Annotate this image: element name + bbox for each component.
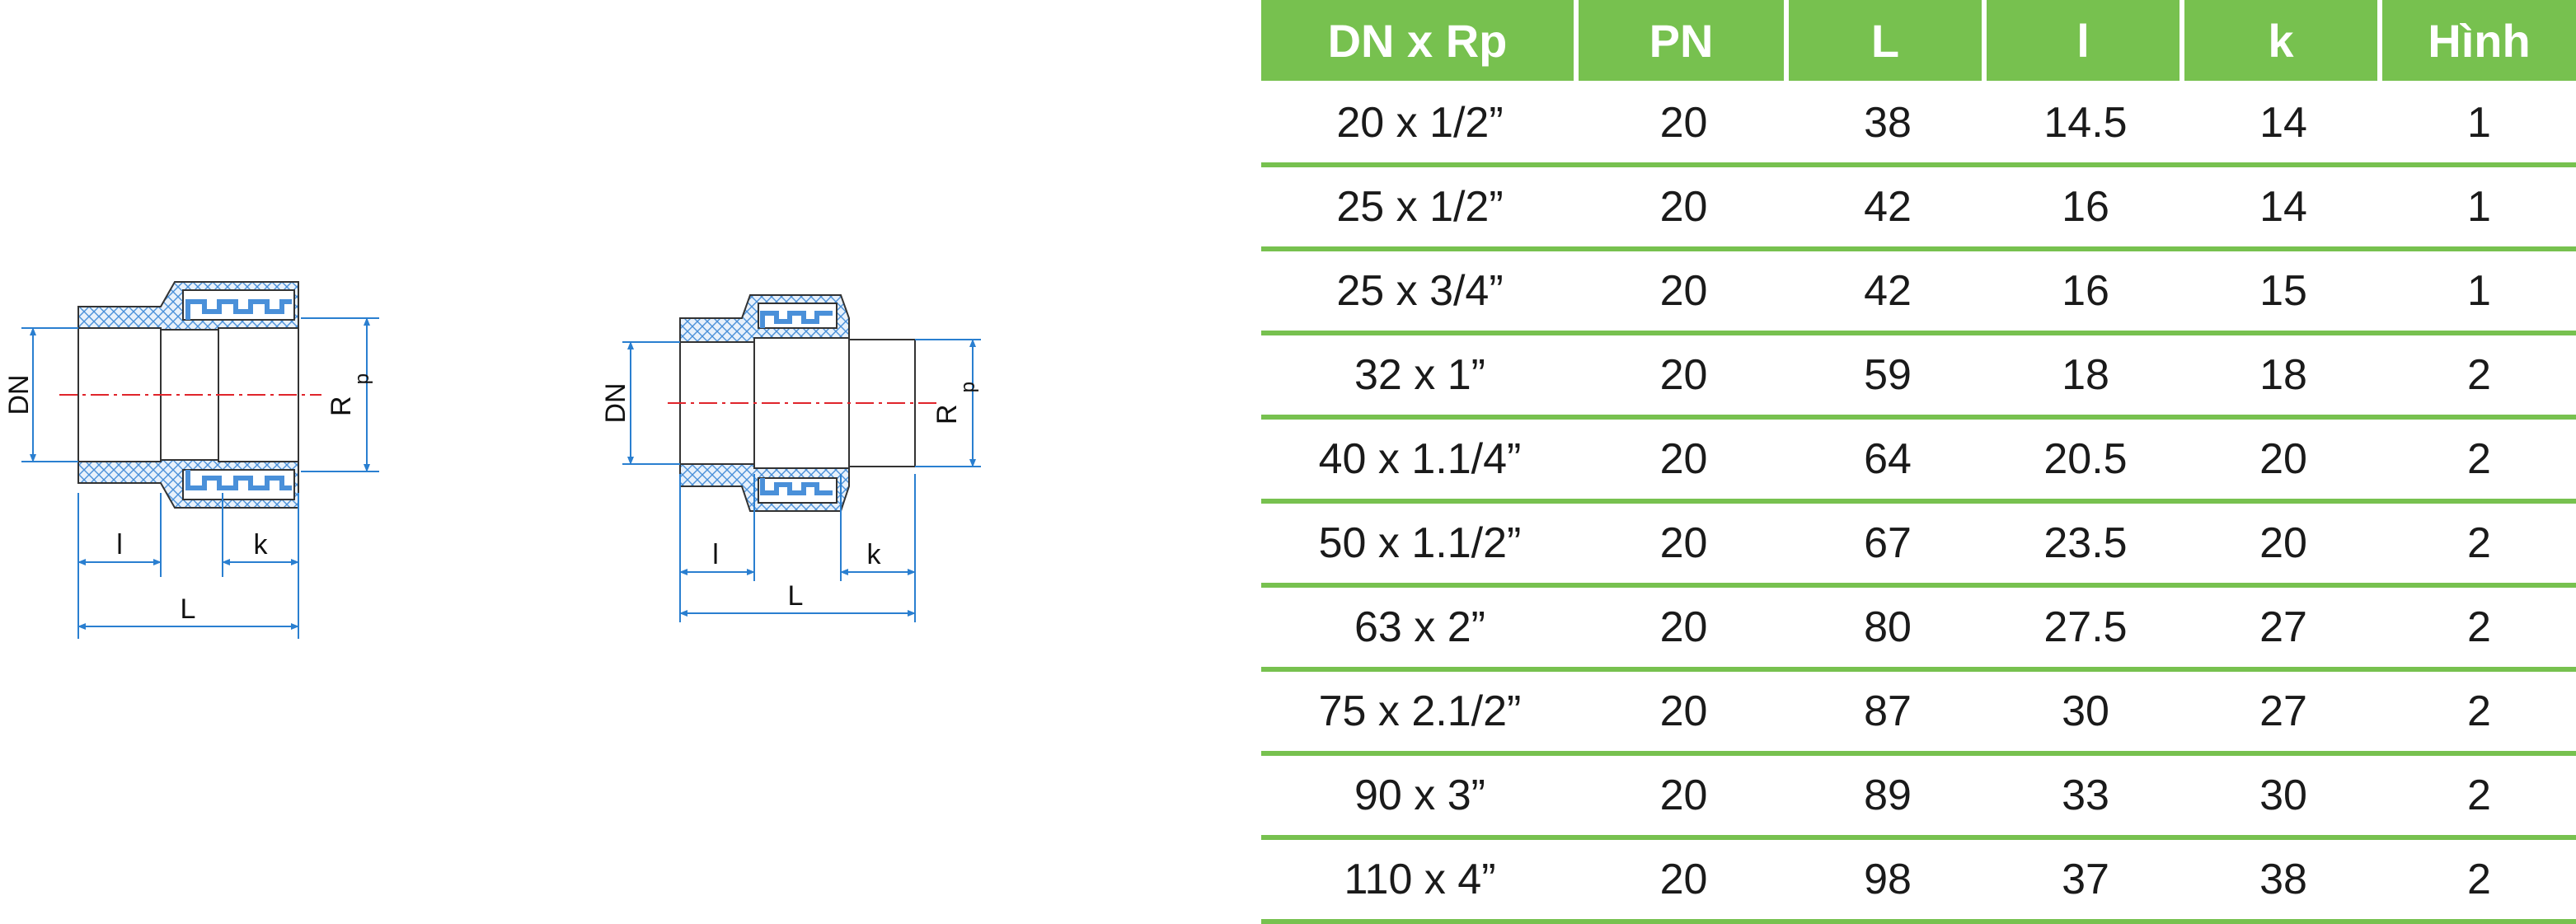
table-cell: 2 bbox=[2382, 504, 2576, 588]
dimension-lines bbox=[622, 339, 981, 622]
table-cell: 110 x 4” bbox=[1261, 840, 1579, 924]
rp-letter: R bbox=[326, 396, 357, 416]
table-cell: 2 bbox=[2382, 756, 2576, 840]
dimension-lines bbox=[21, 317, 379, 639]
fitting-body bbox=[77, 281, 299, 509]
header-dn-rp: DN x Rp bbox=[1261, 0, 1579, 83]
rp-label: Rp bbox=[931, 382, 979, 424]
header-pn: PN bbox=[1579, 0, 1789, 83]
table-cell: 14 bbox=[2184, 167, 2382, 251]
table-cell: 20 x 1/2” bbox=[1261, 83, 1579, 167]
table-cell: 75 x 2.1/2” bbox=[1261, 672, 1579, 756]
technical-drawings: DN Rp l k L bbox=[3, 281, 981, 639]
rp-label: Rp bbox=[326, 373, 373, 416]
table-cell: 20 bbox=[1579, 756, 1789, 840]
table-cell: 20 bbox=[2184, 504, 2382, 588]
dn-label: DN bbox=[600, 382, 631, 423]
table-cell: 25 x 3/4” bbox=[1261, 251, 1579, 335]
table-cell: 67 bbox=[1789, 504, 1987, 588]
table-cell: 40 x 1.1/4” bbox=[1261, 420, 1579, 504]
table-cell: 20 bbox=[1579, 335, 1789, 420]
rp-subscript: p bbox=[351, 373, 373, 384]
table-cell: 37 bbox=[1987, 840, 2184, 924]
table-cell: 80 bbox=[1789, 588, 1987, 672]
table-cell: 32 x 1” bbox=[1261, 335, 1579, 420]
table-cell: 2 bbox=[2382, 672, 2576, 756]
table-cell: 25 x 1/2” bbox=[1261, 167, 1579, 251]
table-cell: 27 bbox=[2184, 588, 2382, 672]
table-cell: 20 bbox=[1579, 672, 1789, 756]
table-cell: 1 bbox=[2382, 251, 2576, 335]
table-header-row: DN x Rp PN L l k Hình bbox=[1261, 0, 2576, 83]
rp-letter: R bbox=[931, 404, 963, 424]
table-cell: 2 bbox=[2382, 420, 2576, 504]
table-cell: 27 bbox=[2184, 672, 2382, 756]
table-cell: 98 bbox=[1789, 840, 1987, 924]
table-cell: 27.5 bbox=[1987, 588, 2184, 672]
table-cell: 33 bbox=[1987, 756, 2184, 840]
table-cell: 42 bbox=[1789, 251, 1987, 335]
table-cell: 30 bbox=[2184, 756, 2382, 840]
table-cell: 38 bbox=[1789, 83, 1987, 167]
fitting-drawing-figure-1: DN Rp l k L bbox=[3, 281, 379, 639]
table-cell: 90 x 3” bbox=[1261, 756, 1579, 840]
header-figure: Hình bbox=[2382, 0, 2576, 83]
table-cell: 20 bbox=[1579, 420, 1789, 504]
table-cell: 20 bbox=[1579, 167, 1789, 251]
table-cell: 20 bbox=[2184, 420, 2382, 504]
l-large-label: L bbox=[181, 593, 196, 625]
table-cell: 1 bbox=[2382, 83, 2576, 167]
rp-subscript: p bbox=[957, 382, 979, 392]
table-cell: 18 bbox=[2184, 335, 2382, 420]
table-cell: 87 bbox=[1789, 672, 1987, 756]
table-cell: 20 bbox=[1579, 251, 1789, 335]
table-cell: 64 bbox=[1789, 420, 1987, 504]
header-l-small: l bbox=[1987, 0, 2184, 83]
table-cell: 20 bbox=[1579, 504, 1789, 588]
table-cell: 16 bbox=[1987, 251, 2184, 335]
table-cell: 20.5 bbox=[1987, 420, 2184, 504]
l-large-label: L bbox=[788, 580, 804, 612]
table-cell: 42 bbox=[1789, 167, 1987, 251]
l-small-label: l bbox=[712, 539, 719, 570]
table-cell: 20 bbox=[1579, 840, 1789, 924]
table-cell: 18 bbox=[1987, 335, 2184, 420]
table-cell: 14.5 bbox=[1987, 83, 2184, 167]
dn-label: DN bbox=[3, 374, 35, 415]
table-cell: 14 bbox=[2184, 83, 2382, 167]
table-cell: 30 bbox=[1987, 672, 2184, 756]
table-cell: 15 bbox=[2184, 251, 2382, 335]
table-cell: 2 bbox=[2382, 840, 2576, 924]
table-cell: 23.5 bbox=[1987, 504, 2184, 588]
table-cell: 50 x 1.1/2” bbox=[1261, 504, 1579, 588]
table-cell: 2 bbox=[2382, 335, 2576, 420]
l-small-label: l bbox=[116, 529, 123, 560]
header-k: k bbox=[2184, 0, 2382, 83]
table-cell: 20 bbox=[1579, 83, 1789, 167]
fitting-body bbox=[679, 294, 916, 512]
table-cell: 16 bbox=[1987, 167, 2184, 251]
table-cell: 20 bbox=[1579, 588, 1789, 672]
header-l-large: L bbox=[1789, 0, 1987, 83]
fitting-drawing-figure-2: DN Rp l k L bbox=[600, 294, 981, 622]
table-cell: 89 bbox=[1789, 756, 1987, 840]
table-cell: 63 x 2” bbox=[1261, 588, 1579, 672]
table-cell: 2 bbox=[2382, 588, 2576, 672]
table-cell: 1 bbox=[2382, 167, 2576, 251]
k-label: k bbox=[254, 529, 269, 560]
table-cell: 38 bbox=[2184, 840, 2382, 924]
table-cell: 59 bbox=[1789, 335, 1987, 420]
k-label: k bbox=[867, 539, 882, 570]
